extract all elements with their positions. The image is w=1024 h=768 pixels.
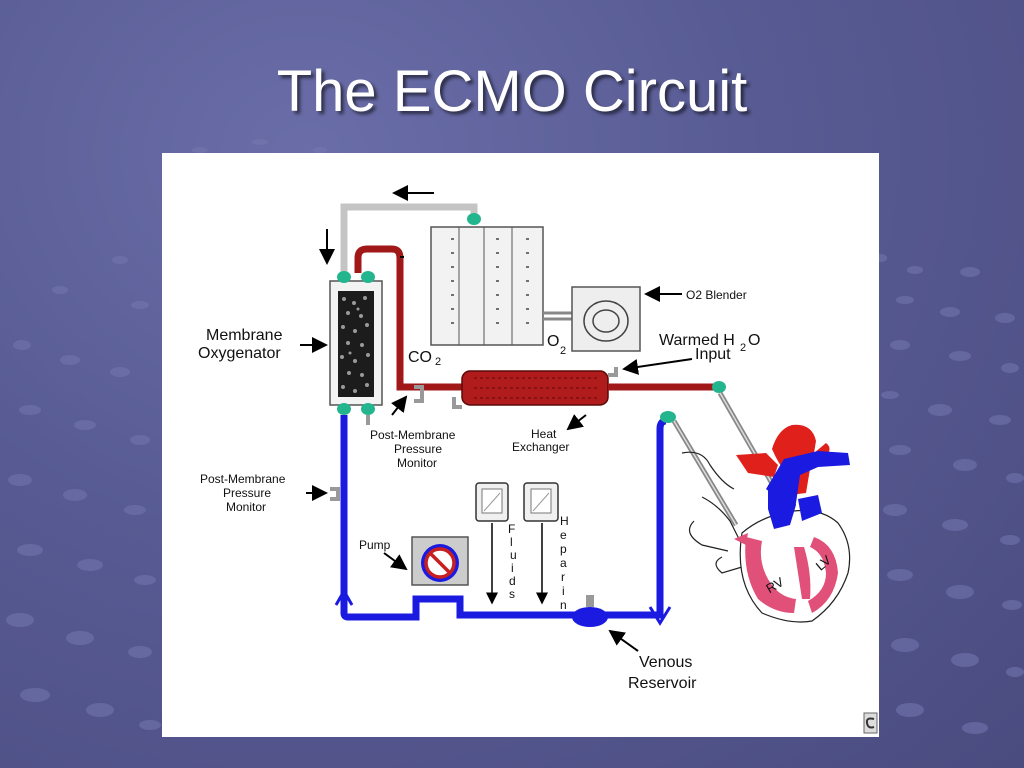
arterial-line-upper [354,245,462,391]
svg-text:p: p [560,542,567,556]
ecmo-circuit-diagram: O2 Blender CO 2 O 2 Membrane Oxygenator … [198,185,878,734]
svg-text:i: i [511,561,514,575]
svg-text:a: a [560,556,567,570]
arterial-connector [712,381,726,393]
svg-text:e: e [560,528,567,542]
svg-text:d: d [509,574,516,588]
warmed-h2o-label-o: O [748,332,760,349]
upper-pressure-monitor-tap [414,385,424,403]
heat-exchanger-label-1: Heat [531,427,557,441]
oxygenator-connector [337,403,351,415]
gas-connector [467,213,481,225]
co2-label: CO [408,349,432,366]
oxygenator-connector [361,403,375,415]
venous-connector [660,411,676,423]
lower-pressure-monitor-tap [330,487,340,501]
upper-pressure-monitor-label-3: Monitor [397,456,437,470]
warmed-h2o-label-2: Input [695,346,731,363]
o2-label: O [547,333,559,350]
gas-flowmeter-bank [430,226,544,346]
warmed-h2o-label-1: Warmed H [659,332,735,349]
venous-reservoir-label-1: Venous [639,654,692,671]
co2-subscript: 2 [435,356,441,368]
membrane-oxygenator-label-1: Membrane [206,327,283,344]
lower-pressure-monitor-label-3: Monitor [226,500,266,514]
pump-label: Pump [359,538,391,552]
o2-subscript: 2 [560,345,566,357]
corner-logo [863,712,878,734]
slide-title: The ECMO Circuit [276,59,748,124]
upper-pressure-monitor-label-2: Pressure [394,442,442,456]
heat-exchanger-label-2: Exchanger [512,440,569,454]
svg-text:n: n [560,598,567,612]
oxygenator-connector [337,271,351,283]
venous-reservoir-label-2: Reservoir [628,675,697,692]
svg-text:r: r [561,570,565,584]
svg-text:i: i [562,584,565,598]
lower-pressure-monitor-label-1: Post-Membrane [200,472,286,486]
oxygenator-connector [361,271,375,283]
svg-text:l: l [510,535,513,549]
neck-vessel-outline [681,451,743,574]
ecmo-diagram-panel: O2 Blender CO 2 O 2 Membrane Oxygenator … [162,153,879,737]
upper-pressure-monitor-label-1: Post-Membrane [370,428,456,442]
o2-blender-label: O2 Blender [686,288,747,302]
svg-text:s: s [509,587,515,601]
heart [734,424,851,623]
heat-exchanger-water-tap [452,397,462,409]
warmed-h2o-subscript: 2 [740,342,746,354]
venous-reservoir [572,607,608,627]
svg-text:H: H [560,514,569,528]
fluids-label: F l u i d s [508,522,517,601]
membrane-oxygenator-label-2: Oxygenator [198,345,281,362]
svg-text:F: F [508,522,515,536]
svg-text:u: u [510,548,517,562]
lower-pressure-monitor-label-2: Pressure [223,486,271,500]
heparin-label: H e p a r i n [560,514,569,612]
